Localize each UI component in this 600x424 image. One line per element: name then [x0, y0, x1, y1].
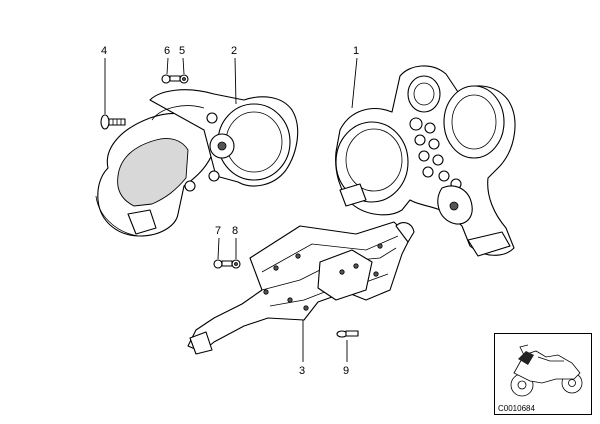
part-4-screw: [100, 114, 126, 130]
callout-6: 6: [164, 45, 170, 57]
callout-8: 8: [232, 225, 238, 237]
callout-1: 1: [353, 45, 359, 57]
part-7-screw: [213, 259, 233, 269]
callout-4: 4: [101, 45, 107, 57]
callout-3: 3: [299, 365, 305, 377]
part-3-bracket: [187, 221, 415, 355]
motorcycle-inset: C0010684: [494, 333, 592, 415]
callout-9: 9: [343, 365, 349, 377]
leader-lines: [104, 57, 358, 362]
callout-2: 2: [231, 45, 237, 57]
part-1-instrument-housing: [335, 65, 516, 257]
callout-5: 5: [179, 45, 185, 57]
callout-7: 7: [215, 225, 221, 237]
part-2-instrument-cover: [95, 89, 299, 237]
part-5-nut: [179, 74, 189, 84]
part-8-nut: [231, 259, 241, 269]
part-9-screw: [336, 330, 359, 338]
part-6-screw: [161, 74, 181, 84]
highlighted-cockpit: [518, 351, 534, 365]
inset-code: C0010684: [498, 404, 535, 413]
